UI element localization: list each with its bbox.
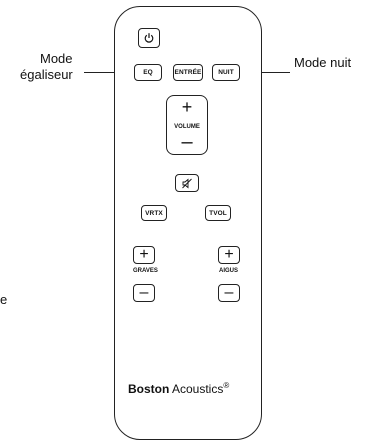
bass-label: GRAVES — [133, 268, 158, 274]
volume-rocker: + VOLUME – — [166, 95, 208, 155]
volume-down-button[interactable]: – — [181, 131, 193, 153]
power-icon — [144, 33, 154, 43]
night-button[interactable]: NUIT — [212, 64, 240, 81]
input-button[interactable]: ENTRÉE — [173, 64, 203, 81]
treble-label: AIGUS — [219, 268, 239, 274]
bass-down-button[interactable]: – — [133, 284, 155, 302]
eq-mode-label-line2: égaliseur — [20, 67, 73, 82]
brand-logo: Boston Acoustics® — [128, 381, 229, 396]
brand-rest: Acoustics — [169, 382, 224, 396]
tvol-button[interactable]: TVOL — [205, 205, 231, 221]
vrtx-button[interactable]: VRTX — [141, 205, 167, 221]
mute-icon — [182, 178, 192, 188]
brand-bold: Boston — [128, 382, 170, 396]
mute-button[interactable] — [175, 174, 199, 192]
night-callout-line — [240, 72, 290, 73]
eq-button[interactable]: EQ — [134, 64, 162, 81]
treble-down-button[interactable]: – — [218, 284, 240, 302]
night-mode-label: Mode nuit — [294, 55, 352, 70]
brand-mark: ® — [223, 381, 230, 390]
volume-up-button[interactable]: + — [181, 97, 193, 117]
cut-off-text: e — [0, 292, 8, 307]
treble-up-button[interactable]: + — [218, 246, 240, 264]
power-button[interactable] — [138, 28, 160, 48]
volume-label: VOLUME — [174, 124, 200, 130]
bass-up-button[interactable]: + — [133, 246, 155, 264]
eq-mode-label-line1: Mode — [40, 51, 73, 66]
eq-callout-line — [84, 72, 134, 73]
